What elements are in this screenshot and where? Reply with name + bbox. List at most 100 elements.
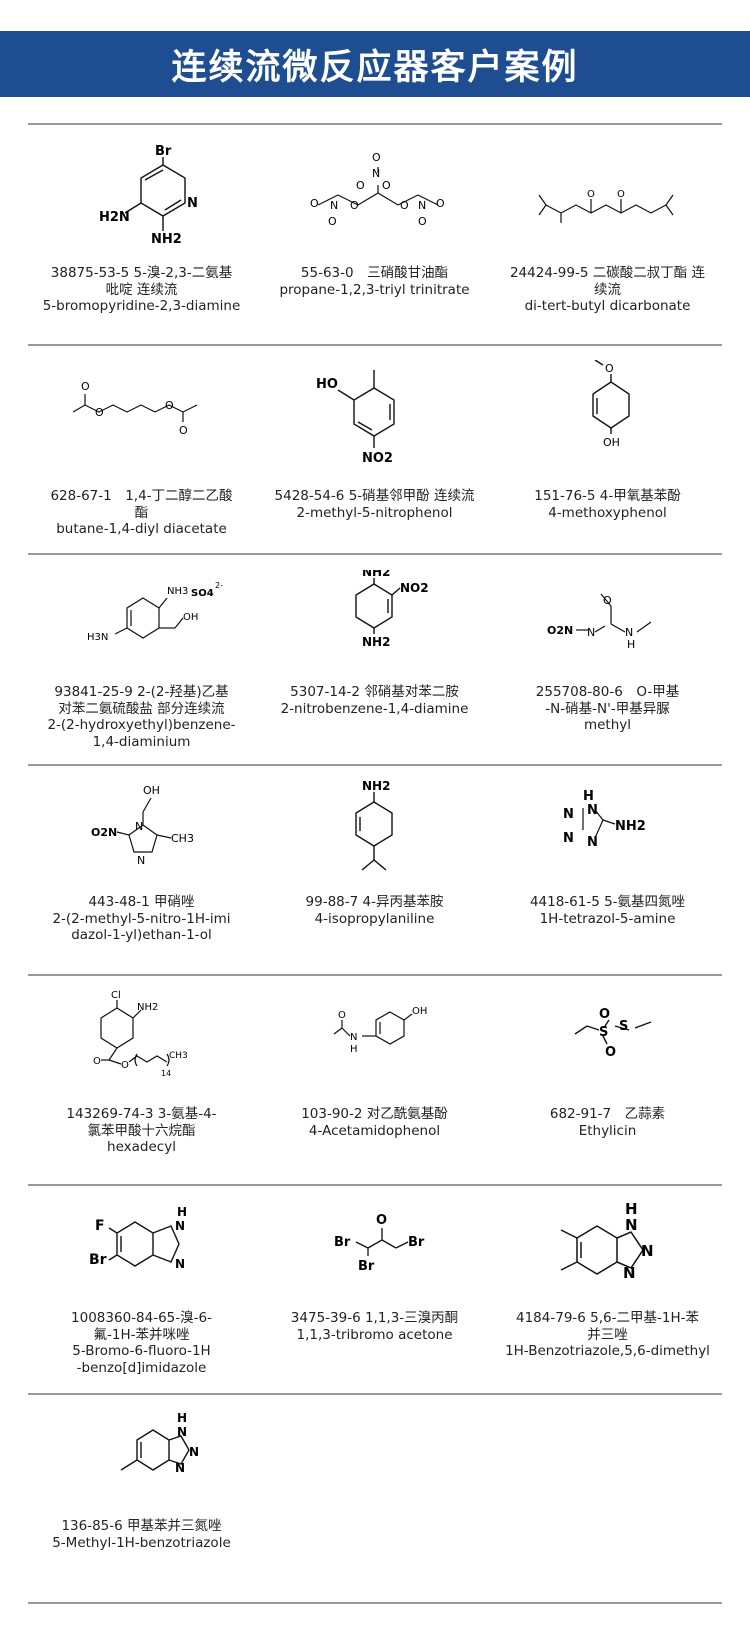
atom-label: 14 xyxy=(161,1069,171,1078)
atom-label: NH2 xyxy=(362,635,390,649)
atom-label: O xyxy=(165,399,174,412)
atom-label: N xyxy=(137,854,145,867)
case-card: O O O O 628-67-1 1,4-丁二醇二乙酸 酯 butane-1,4… xyxy=(25,360,258,570)
atom-label: O xyxy=(418,215,427,228)
row-divider xyxy=(28,1602,722,1604)
atom-label: O xyxy=(599,1007,610,1022)
atom-label: N xyxy=(418,199,426,212)
atom-label: H xyxy=(583,789,594,804)
atom-label: NO2 xyxy=(400,581,429,595)
case-caption: 5307-14-2 邻硝基对苯二胺 2-nitrobenzene-1,4-dia… xyxy=(258,684,491,717)
caption-line: 24424-99-5 二碳酸二叔丁酯 连 xyxy=(509,265,706,281)
caption-line: 4-Acetamidophenol xyxy=(308,1122,441,1139)
case-caption: 99-88-7 4-异丙基苯胺 4-isopropylaniline xyxy=(258,894,491,927)
case-caption: 136-85-6 甲基苯并三氮唑 5-Methyl-1H-benzotriazo… xyxy=(25,1518,258,1551)
case-caption: 255708-80-6 O-甲基 -N-硝基-N'-甲基异脲 methyl xyxy=(491,684,724,734)
caption-line: 443-48-1 甲硝唑 xyxy=(88,894,195,910)
chemical-structure-icon: H N N N xyxy=(560,1200,654,1282)
page-title: 连续流微反应器客户案例 xyxy=(171,47,579,88)
atom-label: F xyxy=(95,1218,105,1234)
caption-line: 682-91-7 乙蒜素 xyxy=(549,1106,666,1122)
atom-label: H xyxy=(627,638,635,651)
caption-line: 5-bromopyridine-2,3-diamine xyxy=(42,298,241,314)
chemical-structure-icon: NH3 SO4 2- OH H3N xyxy=(87,581,223,643)
chemical-structure-icon: O Br Br Br xyxy=(334,1213,425,1274)
atom-label: O2N xyxy=(91,826,117,839)
atom-label: S xyxy=(599,1025,608,1040)
case-caption: 3475-39-6 1,1,3-三溴丙酮 1,1,3-tribromo acet… xyxy=(258,1310,491,1343)
atom-label: OH xyxy=(143,784,160,797)
page-header: 连续流微反应器客户案例 xyxy=(0,31,750,97)
case-card: H N N N 4184-79-6 5,6-二甲基-1H-苯 并三唑 1H-Be… xyxy=(491,1200,724,1410)
caption-line: -benzo[d]imidazole xyxy=(76,1359,207,1376)
atom-label: N xyxy=(372,167,380,180)
caption-line: 2-methyl-5-nitrophenol xyxy=(296,504,453,521)
case-card: O O 24424-99-5 二碳酸二叔丁酯 连 续流 di-tert-buty… xyxy=(491,143,724,353)
chemical-structure-icon: O O xyxy=(538,189,674,223)
atom-label: N xyxy=(189,1445,199,1459)
caption-line: 5428-54-6 5-硝基邻甲酚 连续流 xyxy=(274,488,475,504)
atom-label: O xyxy=(350,199,359,212)
atom-label: NO2 xyxy=(362,451,393,466)
caption-line: hexadecyl xyxy=(107,1139,176,1155)
atom-label: O xyxy=(400,199,409,212)
case-card: OH N H O 103-90-2 对乙酰氨基酚 4-Acetamidophen… xyxy=(258,990,491,1200)
atom-label: CH3 xyxy=(169,1051,188,1061)
case-caption: 151-76-5 4-甲氧基苯酚 4-methoxyphenol xyxy=(491,488,724,521)
atom-label: N xyxy=(625,626,633,639)
case-caption: 24424-99-5 二碳酸二叔丁酯 连 续流 di-tert-butyl di… xyxy=(491,265,724,315)
atom-label: O xyxy=(605,1045,616,1060)
atom-label: H xyxy=(625,1200,638,1218)
case-card: O O2N N N H 255708-80-6 O-甲基 -N-硝基-N'-甲基… xyxy=(491,570,724,780)
atom-label: O xyxy=(179,424,188,437)
caption-line: butane-1,4-diyl diacetate xyxy=(56,521,227,537)
atom-label: O xyxy=(95,406,104,419)
row-divider xyxy=(28,1393,722,1395)
case-card: O Br Br Br 3475-39-6 1,1,3-三溴丙酮 1,1,3-tr… xyxy=(258,1200,491,1410)
caption-line: 4184-79-6 5,6-二甲基-1H-苯 xyxy=(516,1310,699,1326)
caption-line: di-tert-butyl dicarbonate xyxy=(524,298,691,314)
atom-label: HO xyxy=(316,377,338,392)
caption-line: 1H-tetrazol-5-amine xyxy=(539,910,676,927)
atom-label: H xyxy=(177,1411,187,1425)
caption-line: 酯 xyxy=(134,504,149,521)
atom-label: Br xyxy=(155,144,172,159)
atom-label: N xyxy=(563,807,574,822)
chemical-structure-icon: O OH xyxy=(592,360,630,449)
atom-label: N xyxy=(177,1425,187,1439)
caption-line: 续流 xyxy=(594,281,621,298)
case-caption: 38875-53-5 5-溴-2,3-二氨基 吡啶 连续流 5-bromopyr… xyxy=(25,265,258,315)
atom-label: N xyxy=(330,199,338,212)
atom-label: OH xyxy=(183,612,198,623)
caption-line: 4-isopropylaniline xyxy=(314,910,435,927)
caption-line: 93841-25-9 2-(2-羟基)乙基 xyxy=(54,684,229,700)
caption-line: 吡啶 连续流 xyxy=(105,281,178,298)
caption-line: 151-76-5 4-甲氧基苯酚 xyxy=(534,488,681,504)
atom-label: O xyxy=(81,380,90,393)
case-caption: 682-91-7 乙蒜素 Ethylicin xyxy=(491,1106,724,1139)
atom-label: N xyxy=(587,835,598,850)
atom-label: O xyxy=(605,362,614,375)
row-divider xyxy=(28,1184,722,1186)
case-caption: 4184-79-6 5,6-二甲基-1H-苯 并三唑 1H-Benzotriaz… xyxy=(491,1310,724,1360)
case-caption: 1008360-84-65-溴-6- 氟-1H-苯并咪唑 5-Bromo-6-f… xyxy=(25,1310,258,1376)
caption-line: propane-1,2,3-triyl trinitrate xyxy=(279,281,470,298)
atom-label: NH2 xyxy=(137,1002,158,1013)
caption-line: 对苯二氨硫酸盐 部分连续流 xyxy=(58,700,225,717)
atom-label: N xyxy=(175,1219,185,1233)
atom-label: NH2 xyxy=(151,232,182,247)
atom-label: O xyxy=(382,179,391,192)
atom-label: NH2 xyxy=(615,819,646,834)
atom-label: CH3 xyxy=(171,832,194,845)
caption-line: 255708-80-6 O-甲基 xyxy=(535,684,680,700)
case-card: H N N N 136-85-6 甲基苯并三氮唑 5-Methyl-1H-ben… xyxy=(25,1410,258,1620)
case-card: NH2 NO2 NH2 5307-14-2 邻硝基对苯二胺 2-nitroben… xyxy=(258,570,491,780)
chemical-structure-icon: NH2 NO2 NH2 xyxy=(355,570,429,649)
caption-line: dazol-1-yl)ethan-1-ol xyxy=(71,927,212,943)
case-card: Br N H2N NH2 38875-53-5 5-溴-2,3-二氨基 吡啶 连… xyxy=(25,143,258,353)
caption-line: 2-(2-methyl-5-nitro-1H-imi xyxy=(52,910,231,927)
case-card: F Br H N N 1008360-84-65-溴-6- 氟-1H-苯并咪唑 … xyxy=(25,1200,258,1410)
atom-label: H xyxy=(350,1044,358,1055)
chemical-structure-icon: OH N O2N CH3 N xyxy=(91,784,194,867)
atom-label: H2N xyxy=(99,210,130,225)
